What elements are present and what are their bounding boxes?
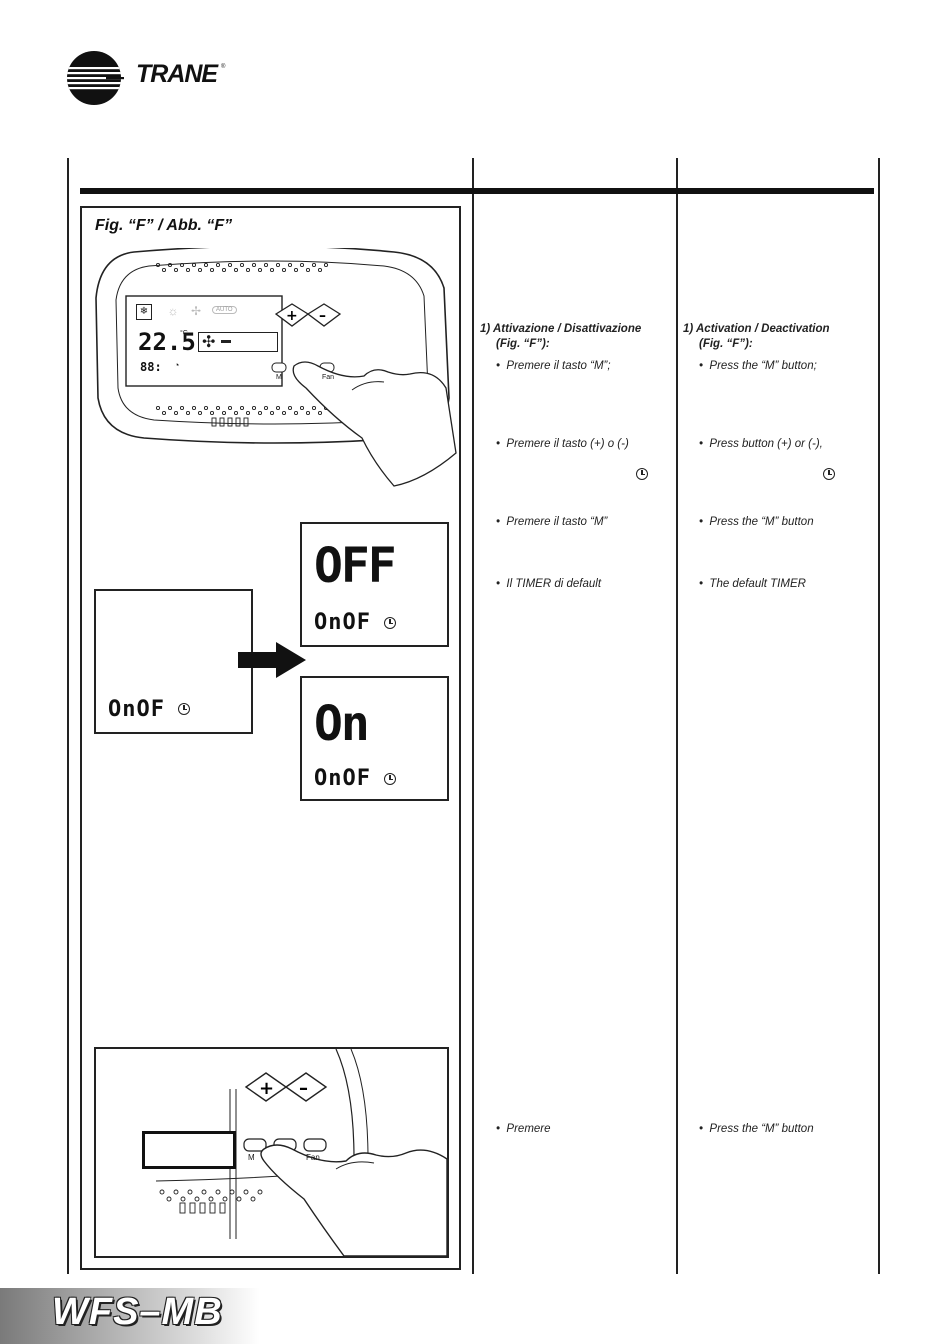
brand-name: TRANE	[136, 60, 218, 88]
en-bullet-2: • Press button (+) or (-),	[699, 438, 823, 450]
m-button-label: M	[248, 1153, 255, 1162]
mode-sun-icon: ☼	[167, 304, 179, 318]
mode-snowflake-icon: ❄	[136, 304, 152, 320]
fan-speed-indicator: ✣	[198, 332, 278, 352]
lcd-onof-label: OnOF	[314, 610, 371, 635]
left-border	[67, 158, 69, 1274]
trane-globe-icon	[67, 51, 124, 105]
timer-clock-icon	[384, 773, 396, 785]
lcd-off-state: OFF OnOF	[300, 522, 449, 647]
thermostat-illustration: + – ❄ ☼ ✢ AUTO 22.5 °C ✣ 88: ◔ M Fan	[94, 245, 462, 488]
highlight-box	[142, 1131, 236, 1169]
temperature-readout: 22.5	[138, 328, 196, 356]
bottom-illustration-panel: + – M Fan	[94, 1047, 449, 1258]
column-divider-2	[676, 158, 678, 1274]
it-bullet-1: • Premere il tasto “M”;	[496, 360, 611, 372]
fan-button-label: Fan	[322, 374, 335, 381]
brand-logo: TRANE ®	[66, 50, 236, 106]
timer-clock-icon	[384, 617, 396, 629]
it-bullet-2: • Premere il tasto (+) o (-)	[496, 438, 629, 450]
lcd-onof-label: OnOF	[314, 766, 371, 791]
figure-title: Fig. “F” / Abb. “F”	[95, 217, 233, 234]
fan-button-label: Fan	[306, 1153, 320, 1162]
m-button-label: M	[276, 374, 282, 381]
fan-speed-bar	[221, 340, 231, 343]
timer-clock-icon	[636, 468, 648, 480]
timer-clock-icon	[823, 468, 835, 480]
auto-badge: AUTO	[212, 306, 237, 314]
right-border	[878, 158, 880, 1274]
lcd-onof-label: OnOF	[108, 697, 165, 722]
column-divider-1	[472, 158, 474, 1274]
svg-text:+: +	[259, 1078, 274, 1099]
temperature-unit: °C	[180, 330, 188, 337]
en-bullet-5: • Press the “M” button	[699, 1123, 814, 1135]
figure-panel	[80, 206, 461, 1270]
svg-text:+: +	[286, 308, 298, 324]
timer-clock-icon	[178, 703, 190, 715]
timer-clock-icon: ◔	[174, 360, 180, 370]
mode-fan-icon-faint: ✢	[190, 304, 202, 318]
it-heading-line1: 1) Attivazione / Disattivazione	[480, 323, 642, 335]
lcd-on-state: On OnOF	[300, 676, 449, 801]
transition-arrow-icon	[238, 642, 306, 678]
svg-text:–: –	[319, 308, 326, 324]
lcd-off-big: OFF	[314, 538, 397, 594]
en-bullet-4: • The default TIMER	[699, 578, 806, 590]
en-bullet-1: • Press the “M” button;	[699, 360, 817, 372]
en-heading-line2: (Fig. “F”):	[699, 338, 753, 350]
en-bullet-3: • Press the “M” button	[699, 516, 814, 528]
top-rule	[80, 188, 874, 194]
it-bullet-3: • Premere il tasto “M”	[496, 516, 608, 528]
time-readout: 88:	[140, 360, 162, 374]
model-name: WFS–MB	[52, 1291, 223, 1333]
lcd-current-state: OnOF	[94, 589, 253, 734]
trademark-mark: ®	[221, 64, 226, 70]
fan-icon: ✣	[202, 334, 216, 351]
it-bullet-5: • Premere	[496, 1123, 551, 1135]
svg-text:–: –	[299, 1078, 308, 1099]
en-heading-line1: 1) Activation / Deactivation	[683, 323, 830, 335]
it-heading-line2: (Fig. “F”):	[496, 338, 550, 350]
it-bullet-4: • Il TIMER di default	[496, 578, 602, 590]
footer-band	[0, 1288, 260, 1344]
lcd-on-big: On	[314, 696, 370, 752]
